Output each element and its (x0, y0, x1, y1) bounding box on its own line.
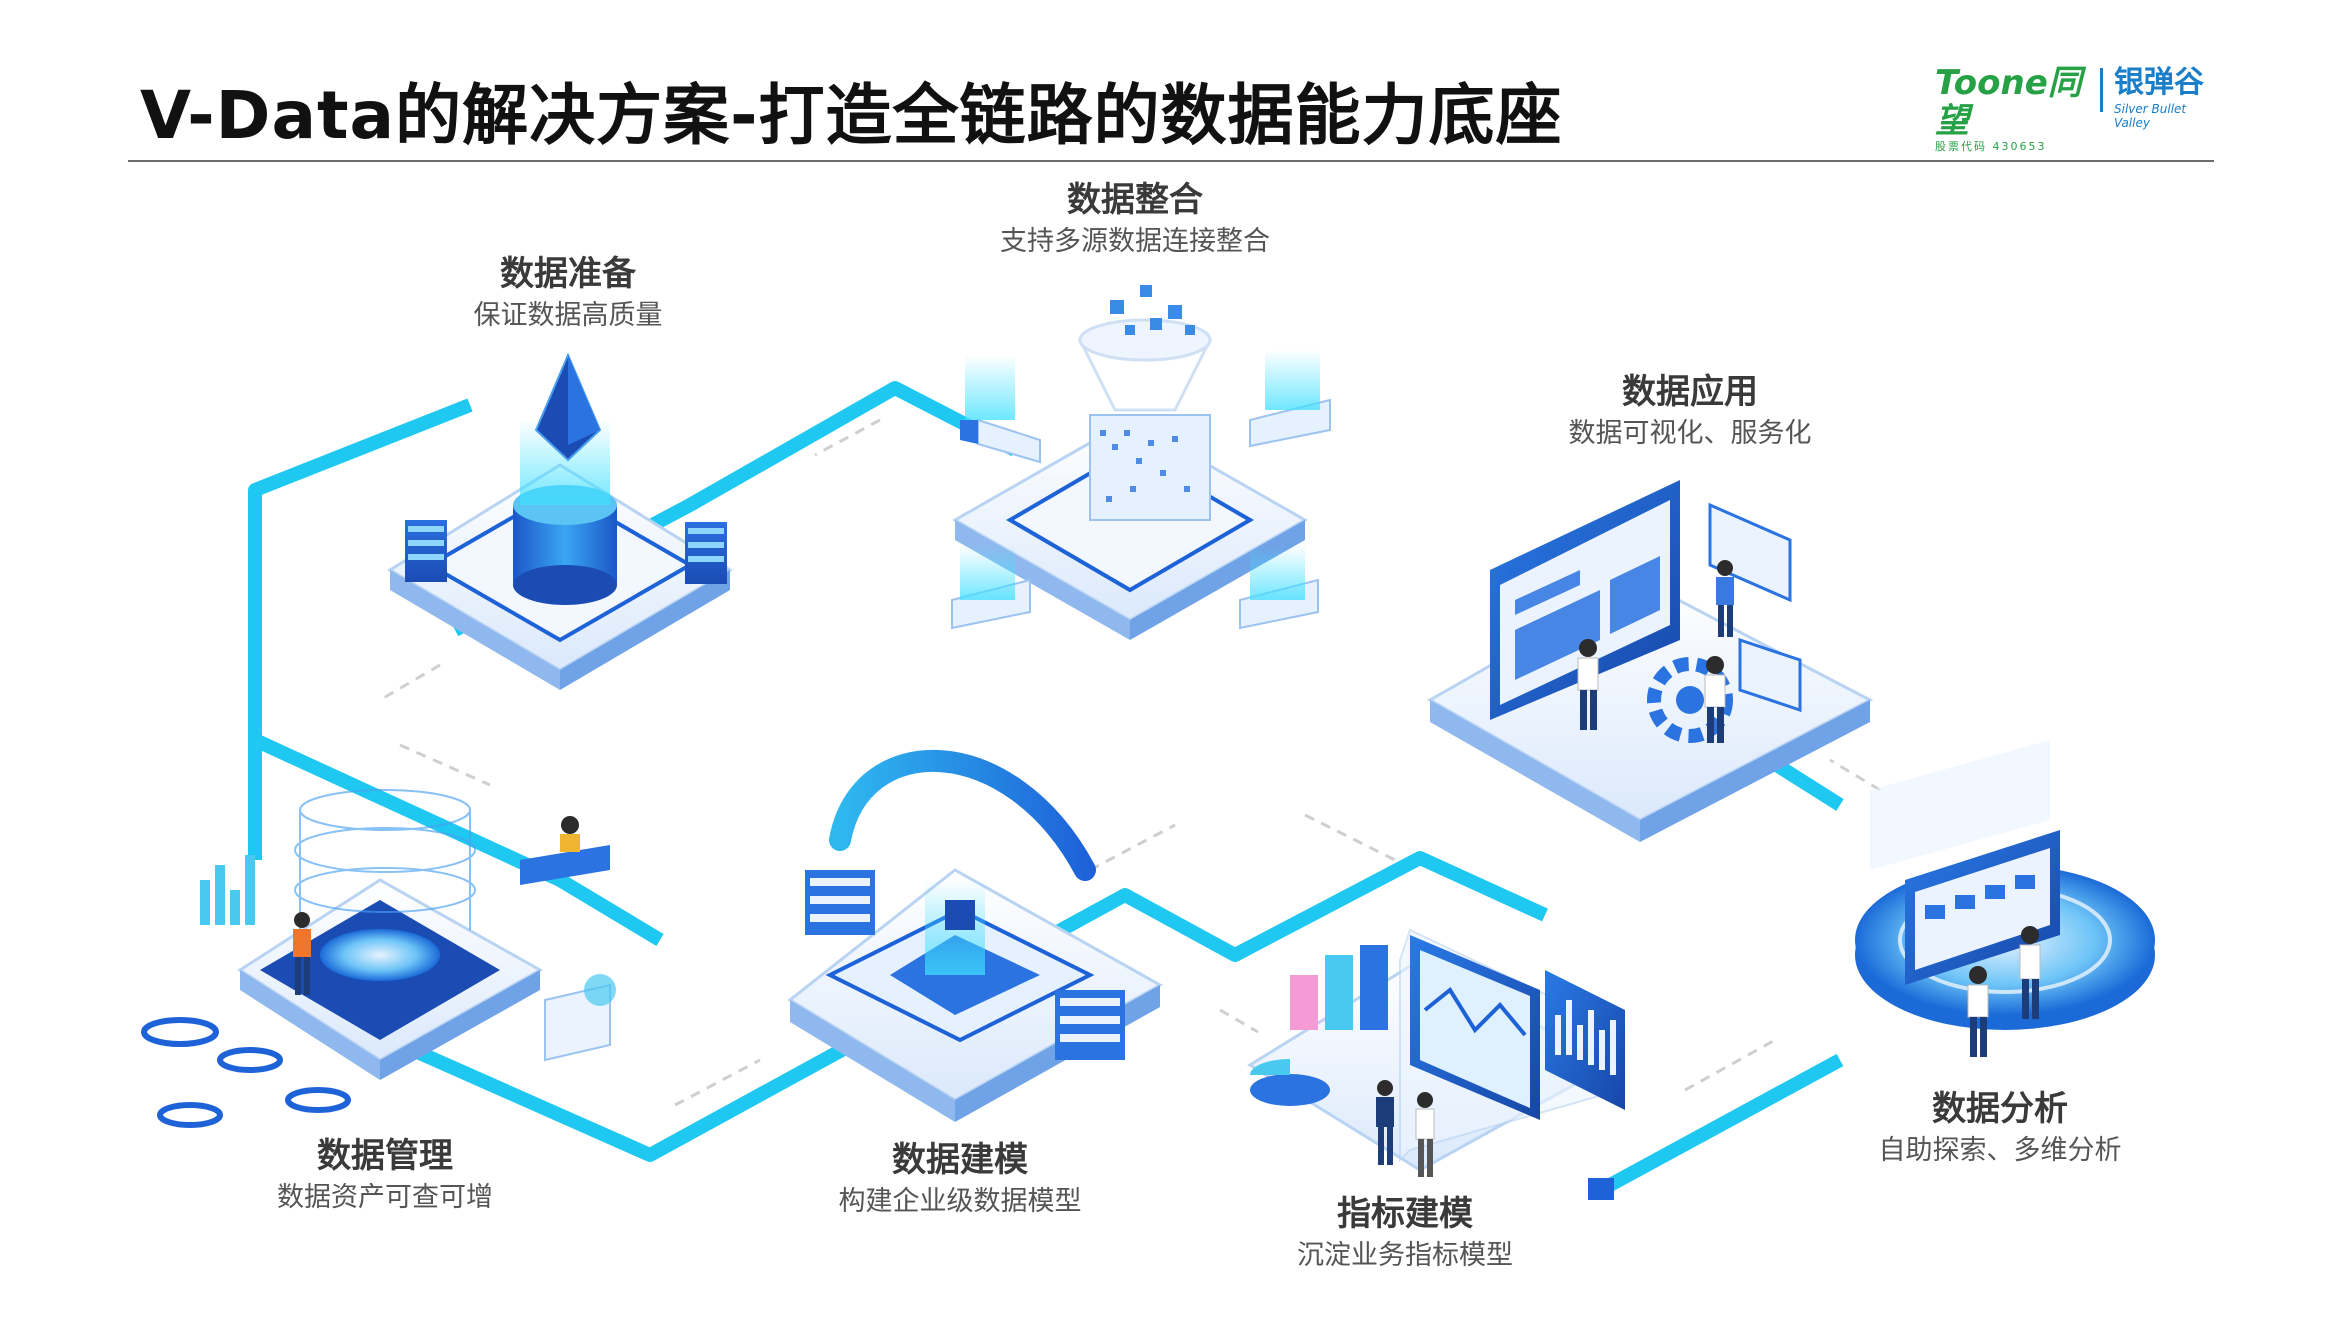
modeling-illustration (787, 749, 1164, 1122)
application-illustration (1426, 480, 1874, 842)
node-preparation: 数据准备 保证数据高质量 (474, 252, 663, 336)
person-figure (1716, 560, 1734, 637)
node-application: 数据应用 数据可视化、服务化 (1569, 370, 1812, 454)
person-figure (1704, 656, 1726, 743)
metric-illustration (1247, 928, 1625, 1177)
node-title: 指标建模 (1337, 1194, 1473, 1234)
node-management: 数据管理 数据资产可查可增 (277, 1134, 493, 1218)
dashed-arrows (379, 418, 1881, 1107)
silver-logo-sub: Silver Bullet Valley (2114, 102, 2187, 130)
person-figure (1967, 966, 1989, 1057)
toone-logo-sub: 股票代码 430653 (1935, 140, 2047, 153)
logo-divider (2100, 68, 2103, 112)
page-title: V-Data的解决方案-打造全链路的数据能力底座 (140, 77, 1563, 154)
toone-logo: Toone同望 股票代码 430653 (1935, 64, 2085, 153)
person-figure (293, 912, 311, 995)
title-divider (128, 160, 2214, 162)
node-integration: 数据整合 支持多源数据连接整合 (1000, 178, 1270, 262)
node-analysis: 数据分析 自助探索、多维分析 (1879, 1087, 2122, 1171)
integration-illustration (951, 285, 1331, 640)
node-desc: 支持多源数据连接整合 (1000, 226, 1270, 257)
person-figure (1577, 639, 1599, 730)
node-desc: 构建企业级数据模型 (838, 1186, 1082, 1217)
node-title: 数据分析 (1932, 1089, 2068, 1129)
node-desc: 自助探索、多维分析 (1878, 1135, 2122, 1166)
silver-bullet-logo: 银弹谷 Silver Bullet Valley (2114, 64, 2224, 130)
person-figure (1415, 1092, 1435, 1177)
toone-logo-main: Toone同望 (1935, 63, 2082, 141)
node-metric: 指标建模 沉淀业务指标模型 (1297, 1192, 1513, 1276)
path-end-cube (1588, 1178, 1614, 1200)
node-title: 数据整合 (1067, 180, 1203, 220)
analysis-illustration (1855, 740, 2155, 1057)
node-desc: 数据资产可查可增 (277, 1182, 493, 1213)
node-title: 数据准备 (500, 254, 636, 294)
node-title: 数据建模 (892, 1140, 1028, 1180)
management-illustration (141, 789, 616, 1128)
node-desc: 数据可视化、服务化 (1568, 418, 1812, 449)
preparation-illustration (387, 352, 733, 690)
node-title: 数据应用 (1622, 372, 1758, 412)
node-title: 数据管理 (317, 1136, 453, 1176)
node-desc: 沉淀业务指标模型 (1297, 1240, 1513, 1271)
person-figure (2019, 926, 2041, 1019)
node-desc: 保证数据高质量 (473, 300, 663, 331)
node-modeling: 数据建模 构建企业级数据模型 (839, 1138, 1082, 1222)
silver-logo-main: 银弹谷 (2114, 65, 2204, 100)
person-figure (1376, 1080, 1394, 1165)
